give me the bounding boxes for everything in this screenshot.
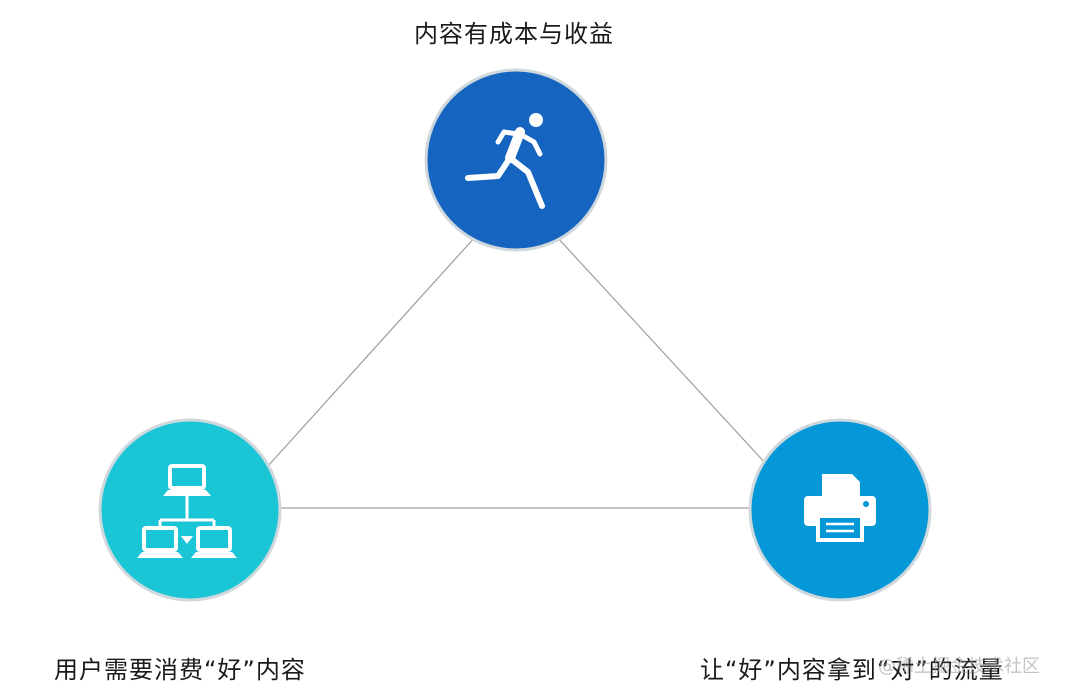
node-top	[424, 68, 608, 252]
node-right	[748, 418, 932, 602]
edge-top-left	[267, 235, 477, 467]
node-left-label: 用户需要消费“好”内容	[54, 656, 306, 684]
node-left	[98, 418, 282, 602]
network-computers-icon	[137, 464, 237, 558]
node-right-label: 让“好”内容拿到“对”的流量	[700, 656, 1004, 684]
watermark: @稀土掘金技术社区	[878, 656, 1040, 677]
edge-top-right	[555, 235, 769, 467]
runner-icon	[465, 113, 545, 209]
printer-icon	[804, 474, 876, 542]
node-top-label: 内容有成本与收益	[414, 20, 614, 48]
